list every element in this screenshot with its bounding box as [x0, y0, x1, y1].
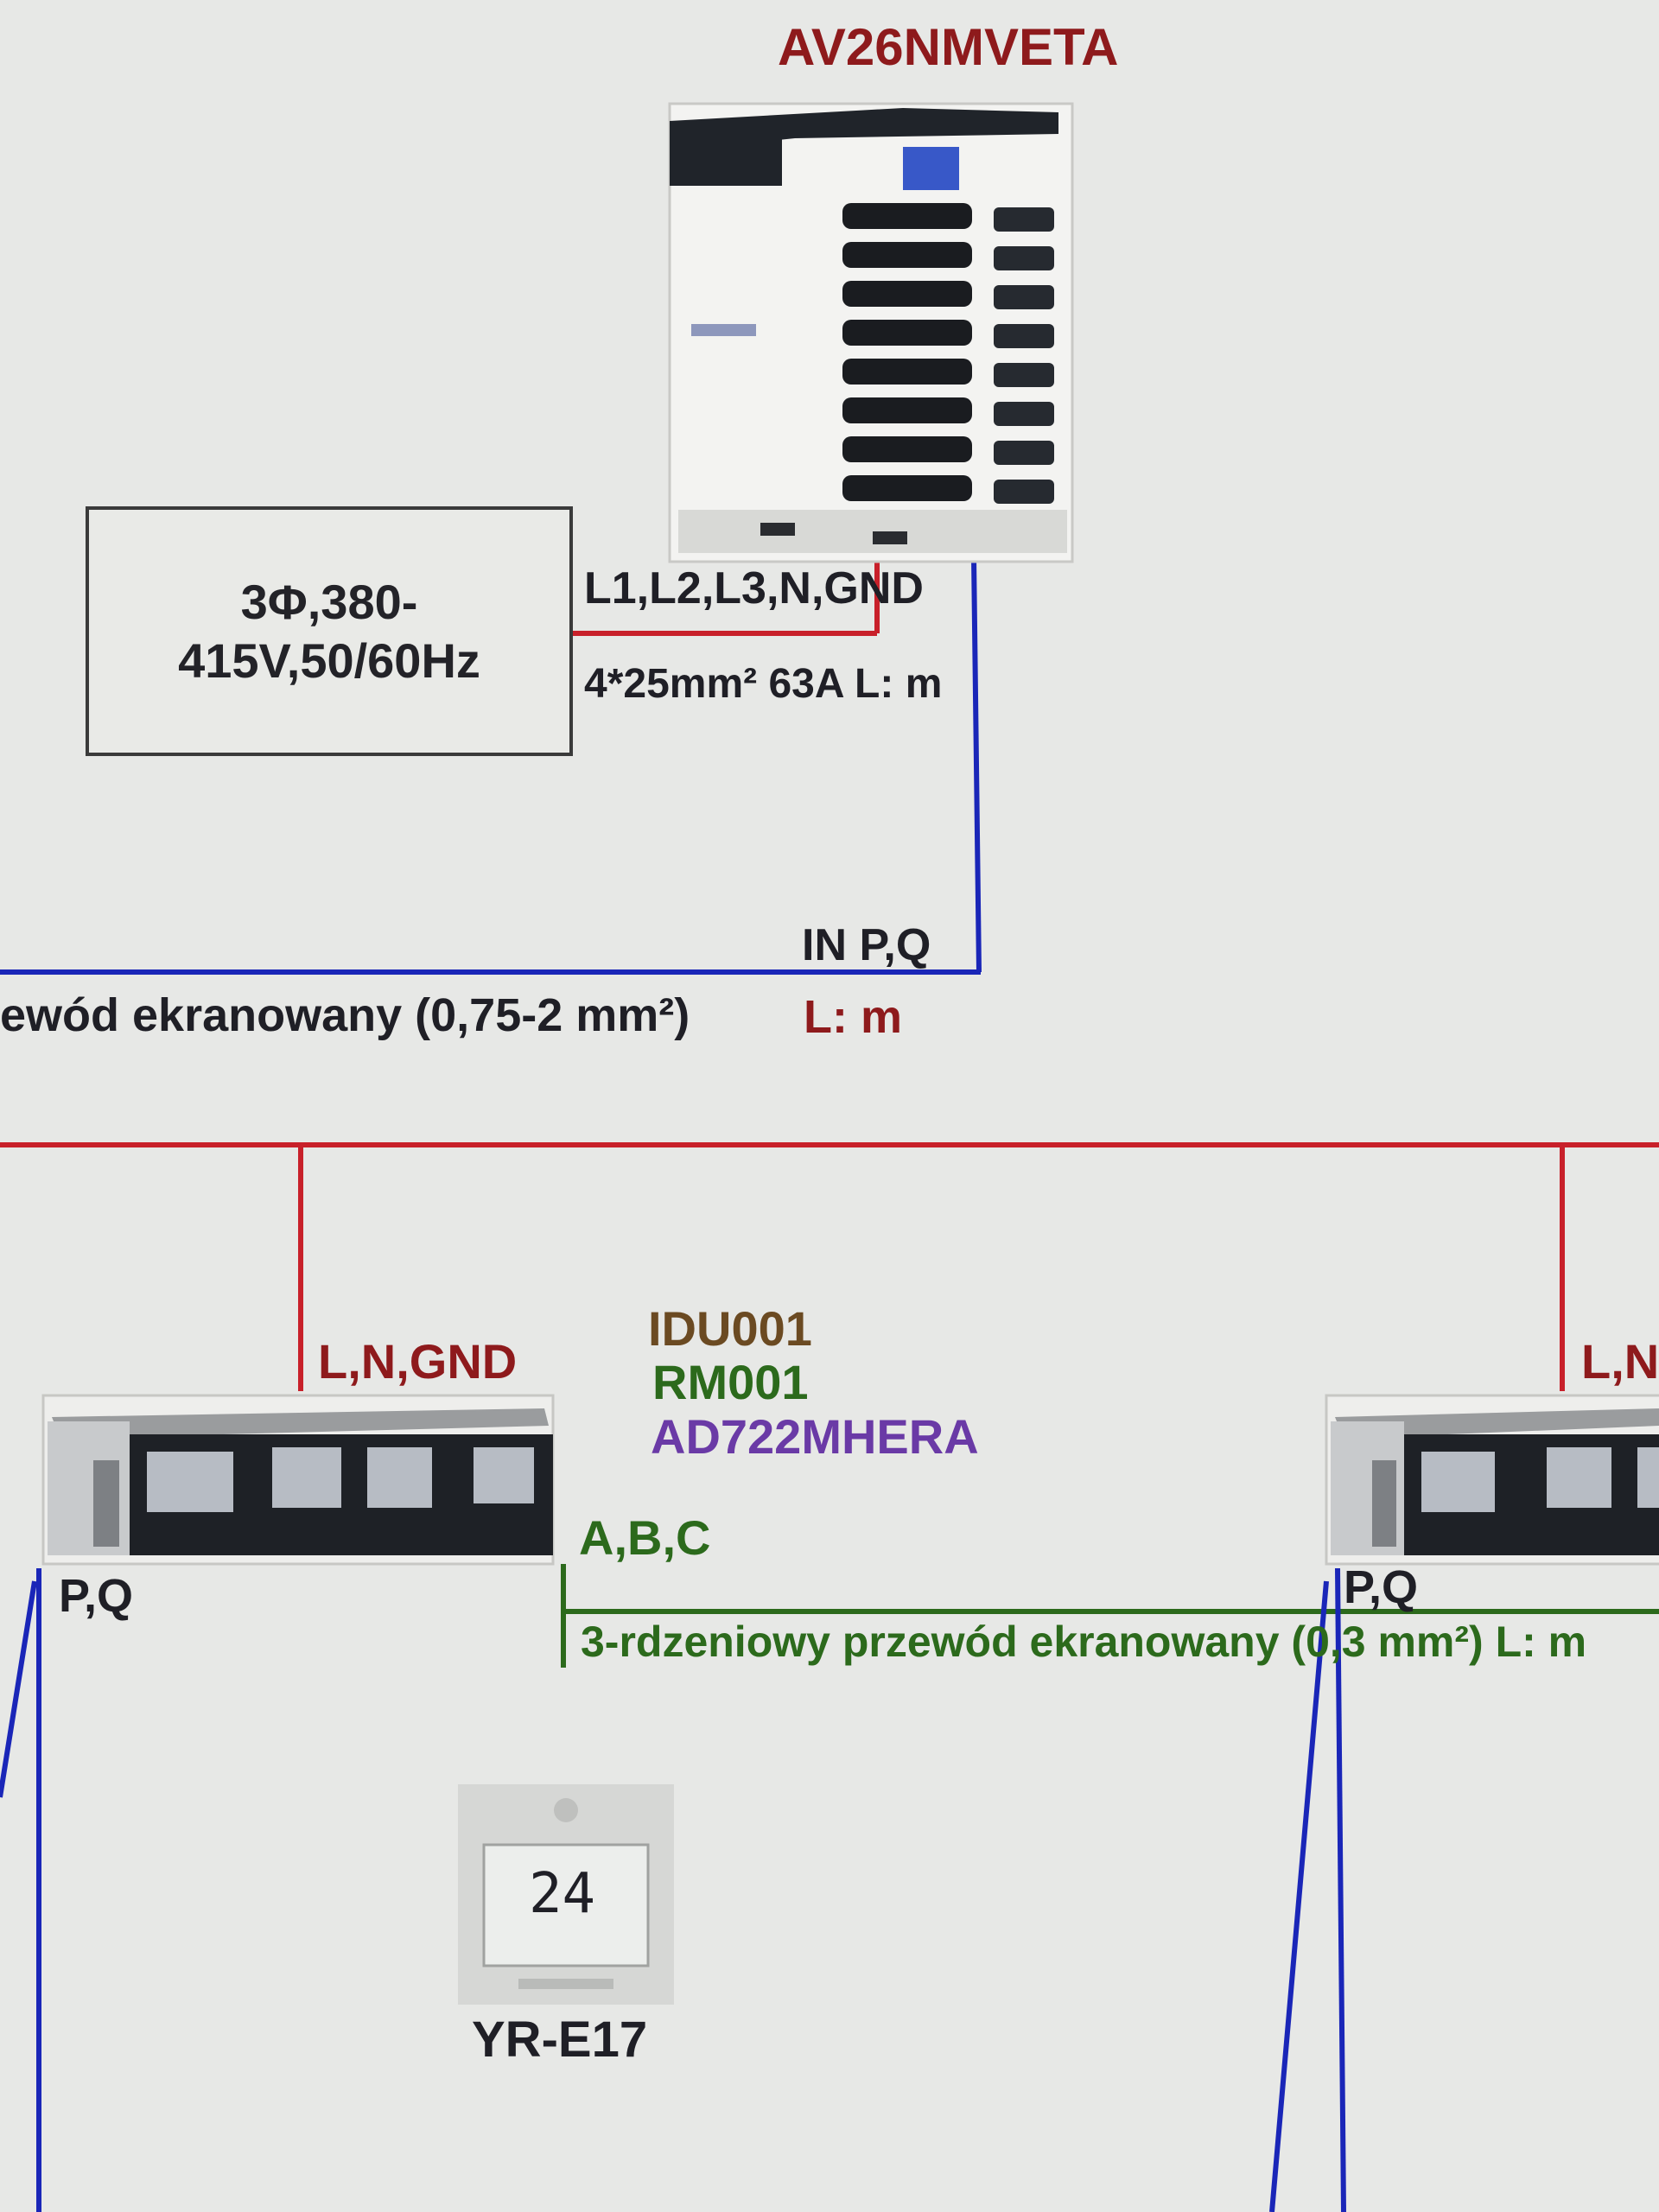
outdoor-unit-model: AV26NMVETA — [778, 18, 1119, 76]
power-supply-box: 3Φ,380- 415V,50/60Hz — [86, 506, 573, 756]
bus-cable: ewód ekranowany (0,75-2 mm²) — [0, 989, 690, 1041]
idu1-pq-diagonal — [0, 1580, 37, 1798]
idu1-power-terminals: L,N,GND — [318, 1334, 518, 1389]
controller-cable-label: 3-rdzeniowy przewód ekranowany (0,3 mm²)… — [581, 1618, 1587, 1666]
idu1-remote-id: RM001 — [652, 1355, 809, 1409]
power-supply-line1: 3Φ,380- — [240, 575, 418, 630]
odu-power-cable: 4*25mm² 63A L: m — [584, 661, 943, 707]
outdoor-vrf-unit-icon — [668, 102, 1074, 563]
ducted-indoor-unit-icon — [41, 1394, 555, 1566]
bus-terminal: IN P,Q — [802, 920, 931, 970]
idu1-model: AD722MHERA — [651, 1409, 979, 1464]
controller-model: YR-E17 — [472, 2012, 648, 2068]
controller-display: 24 — [529, 1862, 596, 1926]
odu-power-terminals: L1,L2,L3,N,GND — [584, 563, 924, 613]
idu1-id: IDU001 — [648, 1301, 812, 1356]
wired-controller-icon — [458, 1784, 674, 2005]
bus-length: L: m — [804, 991, 902, 1043]
idu2-pq-drop — [1335, 1567, 1346, 2212]
idu1-pq-terminals: P,Q — [59, 1570, 134, 1622]
idu2-pq-diagonal — [1269, 1580, 1329, 2212]
ducted-indoor-unit-icon — [1325, 1394, 1659, 1566]
idu2-power-terminals: L,N — [1581, 1334, 1659, 1389]
idu2-pq-terminals: P,Q — [1344, 1561, 1419, 1613]
idu1-abc-terminals: A,B,C — [579, 1510, 711, 1565]
power-supply-line2: 415V,50/60Hz — [178, 632, 480, 688]
odu-pq-riser — [971, 556, 982, 973]
